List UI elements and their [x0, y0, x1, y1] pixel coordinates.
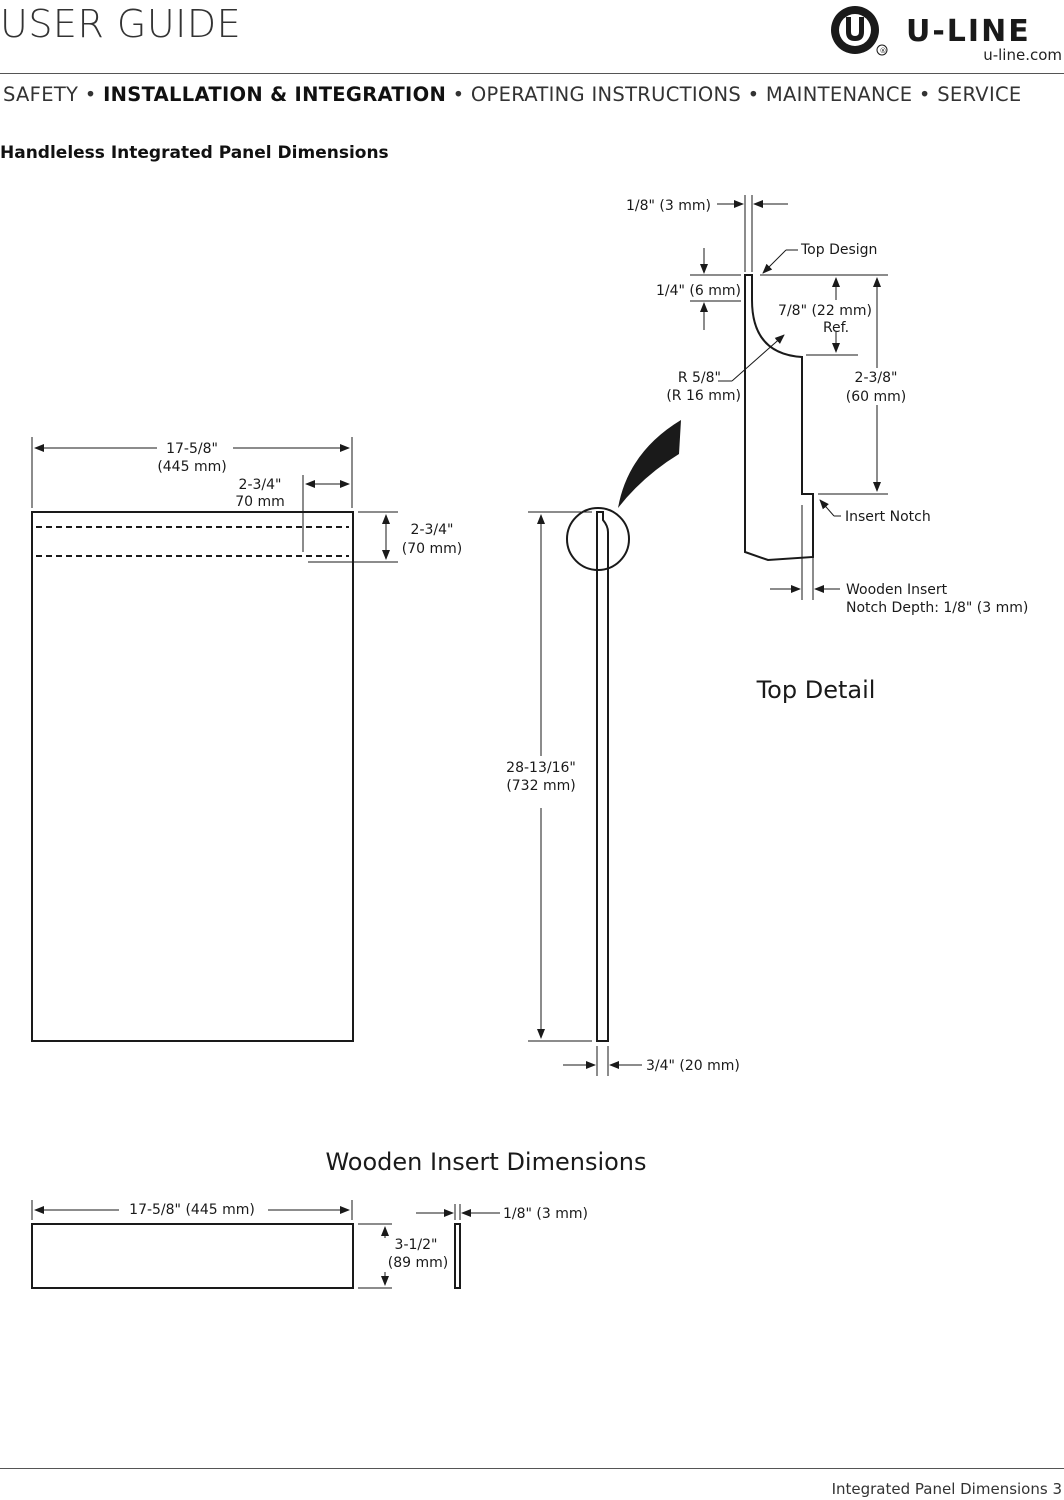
nav-item-service[interactable]: SERVICE: [937, 83, 1022, 106]
depth-ref-label: Ref.: [823, 320, 849, 336]
lip-height-label: 1/4" (6 mm): [656, 283, 741, 299]
front-width-mm-label: (445 mm): [157, 459, 226, 475]
side-thickness-label: 3/4" (20 mm): [646, 1058, 740, 1074]
insert-notch-label: Insert Notch: [845, 509, 931, 525]
detail-callout-arrow: [618, 420, 681, 508]
brand-name: U-LINE: [906, 14, 1031, 49]
nav-item-installation[interactable]: INSTALLATION & INTEGRATION: [103, 83, 447, 106]
side-height-label: 28-13/16": [506, 760, 576, 776]
page-header-title: USER GUIDE: [0, 2, 242, 46]
wooden-insert-front: [31, 1223, 354, 1289]
radius-label: R 5/8": [678, 370, 721, 386]
lip-width-label: 1/8" (3 mm): [626, 198, 711, 214]
panel-front-outline: [31, 511, 354, 1042]
panel-side-profile: [596, 511, 609, 1042]
brand-url: u-line.com: [983, 46, 1062, 64]
insert-height-label: 3-1/2": [395, 1237, 438, 1253]
notch-depth-label: Wooden Insert: [846, 582, 948, 598]
notch-depth-value-label: Notch Depth: 1/8" (3 mm): [846, 600, 1028, 616]
wooden-insert-side: [454, 1223, 461, 1289]
radius-mm-label: (R 16 mm): [666, 388, 741, 404]
front-width-label: 17-5/8": [166, 441, 218, 457]
footer-page-label: Integrated Panel Dimensions 3: [831, 1480, 1062, 1498]
nav-item-operating[interactable]: OPERATING INSTRUCTIONS: [470, 83, 742, 106]
notch-height-mm-label: (60 mm): [846, 389, 906, 405]
section-title: Handleless Integrated Panel Dimensions: [0, 143, 389, 163]
insert-thickness-label: 1/8" (3 mm): [503, 1206, 588, 1222]
u-line-logo: ® U-LINE: [831, 6, 1031, 56]
side-height-mm-label: (732 mm): [506, 778, 575, 794]
top-design-label: Top Design: [800, 242, 877, 258]
footer-divider: [0, 1468, 1064, 1469]
nav-item-safety[interactable]: SAFETY: [3, 83, 79, 106]
section-nav: SAFETY • INSTALLATION & INTEGRATION • OP…: [3, 83, 1022, 106]
strip-width-label: 2-3/4": [239, 477, 282, 493]
wooden-insert-title: Wooden Insert Dimensions: [325, 1148, 646, 1176]
nav-item-maintenance[interactable]: MAINTENANCE: [765, 83, 913, 106]
notch-height-label: 2-3/8": [855, 370, 898, 386]
header-divider: [0, 73, 1064, 74]
top-detail-title: Top Detail: [756, 676, 876, 704]
strip-width-mm-label: 70 mm: [235, 494, 285, 510]
depth-label: 7/8" (22 mm): [778, 303, 872, 319]
strip-height-label: 2-3/4": [411, 522, 454, 538]
registered-mark: ®: [880, 47, 887, 55]
insert-width-label: 17-5/8" (445 mm): [129, 1202, 255, 1218]
insert-height-mm-label: (89 mm): [388, 1255, 448, 1271]
strip-height-mm-label: (70 mm): [402, 541, 462, 557]
detail-callout-circle: [566, 507, 630, 571]
